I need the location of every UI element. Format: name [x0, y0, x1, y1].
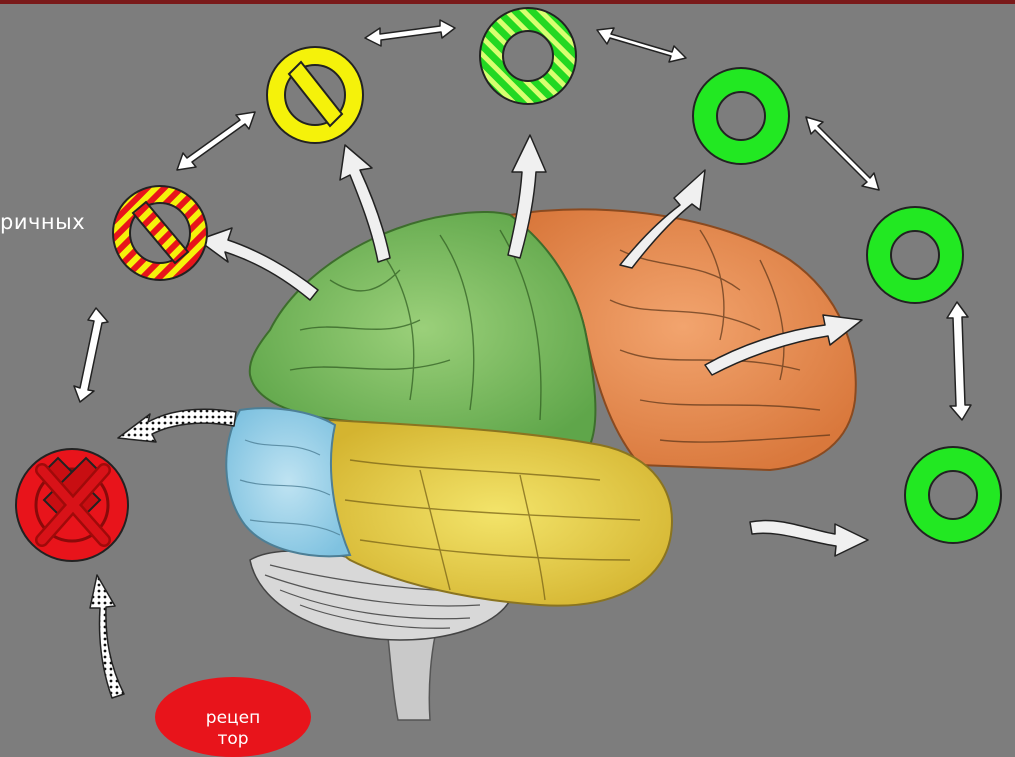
parietal-lobe — [250, 212, 596, 445]
top-bar — [0, 0, 1015, 4]
double-arrow-lime-to-green1 — [597, 28, 686, 62]
marker-green-2 — [867, 207, 963, 303]
receptor-label: рецеп тор — [178, 708, 288, 750]
double-arrow-green2-to-green3 — [947, 302, 971, 420]
marker-green-3 — [905, 447, 1001, 543]
double-arrow-green1-to-green2 — [806, 117, 879, 190]
receptor-label-line2: тор — [178, 729, 288, 750]
marker-green-striped — [480, 8, 576, 104]
occipital-lobe — [226, 408, 350, 556]
side-label: ричных — [0, 210, 85, 234]
double-arrow-yellow-to-lime — [365, 20, 455, 46]
marker-red-crossed — [16, 449, 128, 561]
dotted-arrow-receptor-to-red — [90, 575, 124, 698]
double-arrow-red-to-orange — [74, 308, 108, 402]
marker-green-1 — [693, 68, 789, 164]
receptor-label-line1: рецеп — [178, 708, 288, 729]
brain-arrow-to-green3 — [750, 521, 868, 556]
brain-arrow-to-orange — [198, 228, 318, 300]
marker-orange-striped — [113, 186, 207, 280]
double-arrow-orange-to-yellow — [177, 112, 255, 170]
dotted-arrow-brain-to-red — [118, 409, 236, 442]
brain-illustration — [226, 209, 855, 720]
marker-yellow-barred — [267, 47, 363, 143]
